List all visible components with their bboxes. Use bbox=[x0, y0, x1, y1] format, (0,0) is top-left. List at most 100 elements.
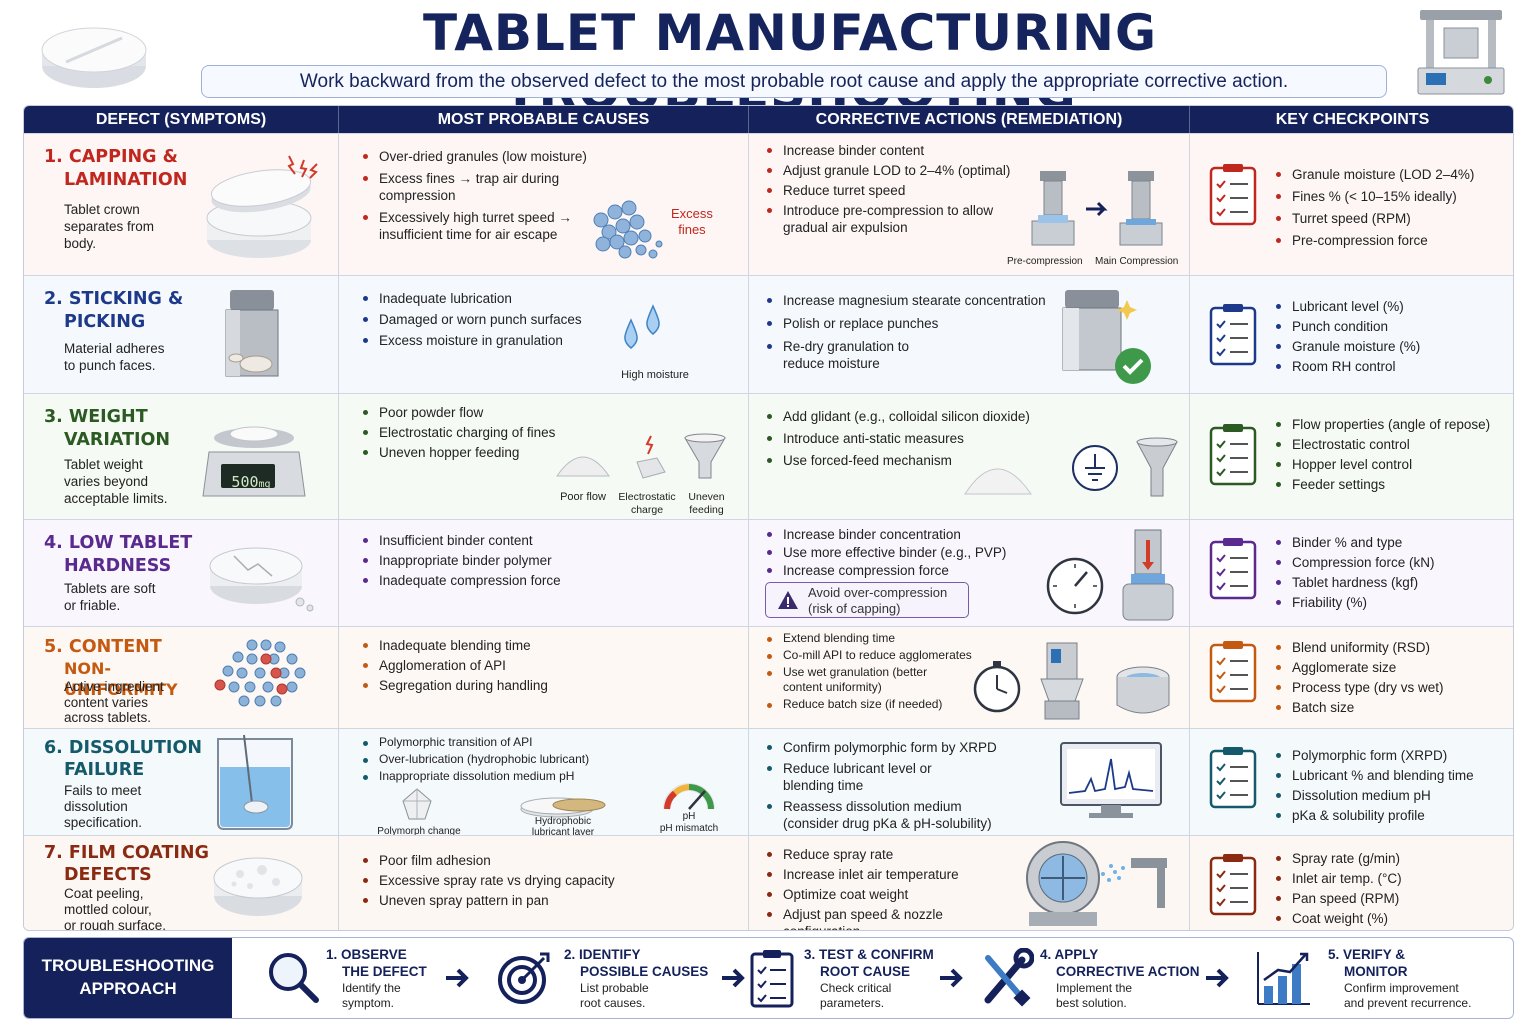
causes-cell: Inadequate blending time Agglomeration o… bbox=[339, 627, 749, 728]
gauge-and-compression-icon bbox=[1046, 529, 1174, 621]
causes-list: Inadequate blending time Agglomeration o… bbox=[359, 637, 639, 699]
action-item: Increase inlet air temperature bbox=[763, 866, 1023, 883]
actions-cell: Confirm polymorphic form by XRPD Reduce … bbox=[749, 729, 1190, 835]
action-item: Increase binder concentration bbox=[763, 526, 1043, 543]
checkpoints-list: Flow properties (angle of repose) Electr… bbox=[1272, 416, 1512, 498]
checkpoint-item: Friability (%) bbox=[1272, 594, 1512, 611]
capped-tablet-icon bbox=[206, 155, 318, 258]
action-item: Extend blending time bbox=[763, 631, 993, 646]
page-title: TABLET MANUFACTURING TROUBLESHOOTING bbox=[423, 4, 1157, 120]
checkpoint-item: Polymorphic form (XRPD) bbox=[1272, 747, 1512, 764]
over-compression-warning: Avoid over-compression(risk of capping) bbox=[765, 582, 969, 618]
weighing-scale-icon bbox=[202, 426, 306, 497]
header-tablet-illustration bbox=[36, 16, 156, 101]
checkpoint-item: Inlet air temp. (°C) bbox=[1272, 870, 1512, 887]
ph-meter-icon bbox=[663, 783, 715, 810]
checkpoint-item: Spray rate (g/min) bbox=[1272, 850, 1512, 867]
coating-pan-spray-icon bbox=[1026, 841, 1167, 926]
checklist-clipboard-icon bbox=[1209, 424, 1257, 486]
checkpoints-list: Binder % and type Compression force (kN)… bbox=[1272, 534, 1512, 616]
page-subtitle: Work backward from the observed defect t… bbox=[201, 65, 1387, 98]
action-item: Adjust pan speed & nozzle configuration bbox=[763, 906, 1023, 930]
dissolution-beaker-icon bbox=[217, 734, 293, 830]
action-item: Use wet granulation (better content unif… bbox=[763, 665, 963, 695]
checklist-clipboard-icon bbox=[1209, 304, 1257, 366]
checkpoints-cell: Blend uniformity (RSD) Agglomerate size … bbox=[1190, 627, 1513, 728]
causes-cell: Polymorphic transition of API Over-lubri… bbox=[339, 729, 749, 838]
causes-cell: Insufficient binder content Inappropriat… bbox=[339, 520, 749, 626]
mottled-tablet-icon bbox=[213, 857, 303, 916]
lubricant-layer-icon bbox=[520, 797, 606, 818]
action-item: Confirm polymorphic form by XRPD bbox=[763, 739, 1013, 756]
action-item: Introduce anti-static measures bbox=[763, 430, 1063, 447]
causes-list: Inadequate lubrication Damaged or worn p… bbox=[359, 290, 639, 354]
cause-item: Inappropriate dissolution medium pH bbox=[359, 769, 659, 784]
crumbling-tablet-icon bbox=[209, 547, 314, 612]
actions-list: Reduce spray rate Increase inlet air tem… bbox=[763, 846, 1023, 930]
cause-item: Segregation during handling bbox=[359, 677, 639, 694]
action-item: Optimize coat weight bbox=[763, 886, 1023, 903]
actions-list: Add glidant (e.g., colloidal silicon dio… bbox=[763, 408, 1063, 474]
cause-item: Agglomeration of API bbox=[359, 657, 639, 674]
checkpoint-item: Granule moisture (%) bbox=[1272, 338, 1512, 355]
xrpd-monitor-icon bbox=[1060, 742, 1162, 818]
checkpoint-item: Batch size bbox=[1272, 699, 1512, 716]
action-item: Introduce pre-compression to allow gradu… bbox=[763, 202, 1023, 236]
main-compression-label: Main Compression bbox=[1095, 256, 1179, 267]
checkpoint-item: Pan speed (RPM) bbox=[1272, 890, 1512, 907]
checklist-clipboard-icon bbox=[1209, 747, 1257, 809]
defect-description: Coat peeling,mottled colour,or rough sur… bbox=[64, 886, 167, 931]
checkpoints-cell: Polymorphic form (XRPD) Lubricant % and … bbox=[1190, 729, 1513, 835]
defect-name: 2. STICKING &PICKING bbox=[44, 289, 184, 332]
flow-issues-icons bbox=[556, 433, 726, 479]
action-item: Increase magnesium stearate concentratio… bbox=[763, 292, 1053, 309]
checkpoints-list: Polymorphic form (XRPD) Lubricant % and … bbox=[1272, 747, 1512, 829]
punch-with-residue-icon bbox=[225, 290, 279, 377]
checkpoints-cell: Granule moisture (LOD 2–4%) Fines % (< 1… bbox=[1190, 134, 1513, 275]
column-header-defect: DEFECT (SYMPTOMS) bbox=[24, 106, 339, 133]
action-item: Reduce batch size (if needed) bbox=[763, 697, 993, 712]
actions-list: Confirm polymorphic form by XRPD Reduce … bbox=[763, 739, 1013, 837]
pre-compression-label: Pre-compression bbox=[1007, 256, 1083, 267]
electrostatic-charge-label: Electrostatic charge bbox=[618, 491, 676, 516]
checkpoints-cell: Binder % and type Compression force (kN)… bbox=[1190, 520, 1513, 626]
checkpoint-item: Pre-compression force bbox=[1272, 232, 1512, 249]
checkpoint-item: Compression force (kN) bbox=[1272, 554, 1512, 571]
action-item: Increase compression force bbox=[763, 562, 1043, 579]
checkpoint-item: Process type (dry vs wet) bbox=[1272, 679, 1512, 696]
troubleshooting-table: DEFECT (SYMPTOMS) MOST PROBABLE CAUSES C… bbox=[23, 105, 1514, 931]
causes-list: Poor powder flow Electrostatic charging … bbox=[359, 404, 639, 466]
growth-chart-icon bbox=[1257, 952, 1310, 1005]
column-header-actions: CORRECTIVE ACTIONS (REMEDIATION) bbox=[749, 106, 1190, 133]
checklist-clipboard-icon bbox=[1209, 538, 1257, 600]
fines-particles-icon bbox=[593, 200, 663, 259]
polymorph-crystal-icon bbox=[402, 788, 432, 820]
action-item: Increase binder content bbox=[763, 142, 1023, 159]
action-item: Polish or replace punches bbox=[763, 315, 1053, 332]
magnifier-icon bbox=[269, 953, 319, 1003]
checklist-clipboard-icon bbox=[1209, 641, 1257, 703]
causes-list: Poor film adhesion Excessive spray rate … bbox=[359, 852, 659, 914]
checkpoints-list: Lubricant level (%) Punch condition Gran… bbox=[1272, 298, 1512, 380]
